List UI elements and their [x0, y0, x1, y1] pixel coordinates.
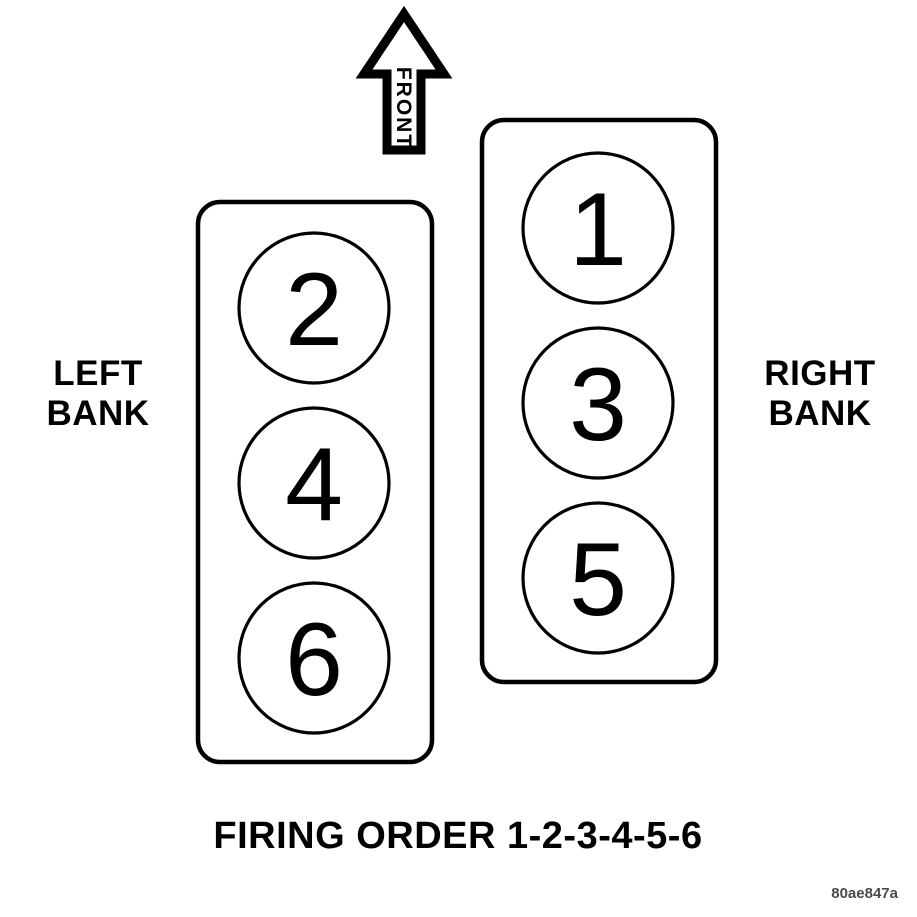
right-bank-cylinder-3: 3 — [521, 326, 675, 480]
cylinder-number-label: 3 — [569, 347, 627, 463]
front-arrow-icon — [355, 5, 453, 155]
front-arrow-label: FRONT — [392, 67, 415, 149]
front-arrow-group: FRONT — [355, 5, 453, 155]
right-bank-cylinder-5: 5 — [521, 501, 675, 655]
firing-order-caption: FIRING ORDER 1-2-3-4-5-6 — [213, 815, 702, 857]
right-bank-label: RIGHT BANK — [764, 354, 875, 433]
cylinder-circle — [237, 406, 391, 560]
cylinder-circle — [521, 151, 675, 305]
cylinder-number-label: 2 — [285, 252, 343, 368]
right-bank-label-line2: BANK — [768, 394, 871, 433]
cylinder-number-label: 1 — [569, 172, 627, 288]
cylinder-circle — [521, 326, 675, 480]
right-bank-label-line1: RIGHT — [764, 354, 875, 393]
right-bank-cylinder-1: 1 — [521, 151, 675, 305]
watermark-code: 80ae847a — [831, 885, 898, 902]
left-bank-label-line2: BANK — [46, 394, 149, 433]
cylinder-circle — [237, 231, 391, 385]
left-bank-label-line1: LEFT — [53, 354, 142, 393]
cylinder-number-label: 5 — [569, 522, 627, 638]
cylinder-circle — [521, 501, 675, 655]
cylinder-circle — [237, 581, 391, 735]
left-bank-group: 2 4 6 — [195, 199, 435, 765]
left-bank-label: LEFT BANK — [46, 354, 149, 433]
cylinder-number-label: 6 — [285, 602, 343, 718]
left-bank-cylinder-2: 2 — [237, 231, 391, 385]
cylinder-number-label: 4 — [285, 427, 343, 543]
left-bank-cylinder-4: 4 — [237, 406, 391, 560]
left-bank-cylinder-6: 6 — [237, 581, 391, 735]
right-bank-group: 1 3 5 — [479, 117, 719, 685]
